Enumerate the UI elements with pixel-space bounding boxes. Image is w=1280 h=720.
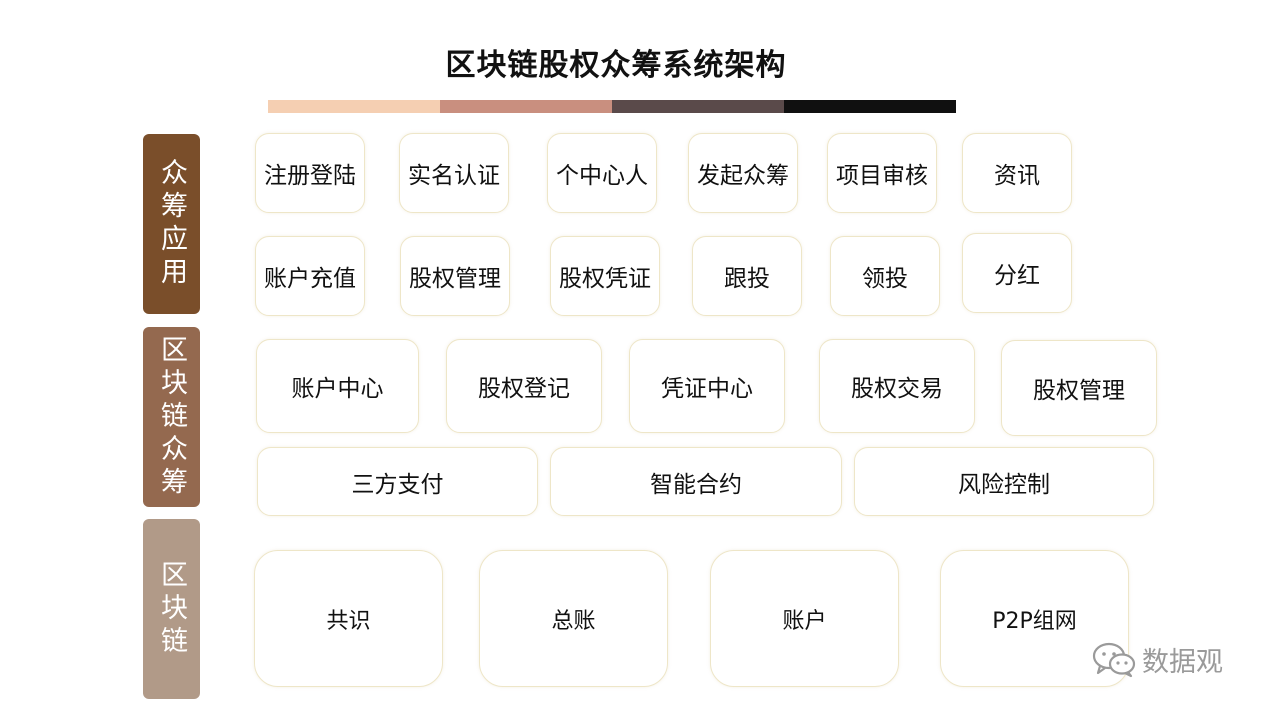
watermark: 数据观: [1092, 640, 1223, 679]
layer-label-crowdfunding-app: 众筹应用: [143, 134, 200, 314]
module-equity-management-chain: 股权管理: [1001, 340, 1157, 436]
module-consensus: 共识: [254, 550, 443, 687]
layer-label-text: 区块链众筹: [156, 334, 187, 500]
module-equity-certificate: 股权凭证: [550, 236, 660, 316]
layer-label-text: 区块链: [156, 559, 187, 659]
module-dividend: 分红: [962, 233, 1072, 313]
module-account-recharge: 账户充值: [255, 236, 365, 316]
module-project-review: 项目审核: [827, 133, 937, 213]
module-equity-trading: 股权交易: [819, 339, 975, 433]
color-bar-segment-3: [612, 100, 784, 113]
module-certificate-center: 凭证中心: [629, 339, 785, 433]
module-launch-crowdfunding: 发起众筹: [688, 133, 798, 213]
module-account: 账户: [710, 550, 899, 687]
module-personal-center: 个中心人: [547, 133, 657, 213]
layer-label-blockchain-crowdfunding: 区块链众筹: [143, 327, 200, 507]
module-equity-registration: 股权登记: [446, 339, 602, 433]
layer-label-blockchain: 区块链: [143, 519, 200, 699]
module-follow-invest: 跟投: [692, 236, 802, 316]
module-real-name-auth: 实名认证: [399, 133, 509, 213]
module-register-login: 注册登陆: [255, 133, 365, 213]
color-bar-segment-4: [784, 100, 956, 113]
module-third-party-payment: 三方支付: [257, 447, 538, 516]
module-ledger: 总账: [479, 550, 668, 687]
page-title: 区块链股权众筹系统架构: [445, 48, 787, 83]
module-risk-control: 风险控制: [854, 447, 1154, 516]
color-bar-segment-2: [440, 100, 612, 113]
module-account-center: 账户中心: [256, 339, 419, 433]
module-smart-contract: 智能合约: [550, 447, 842, 516]
title-color-bar: [268, 100, 956, 113]
color-bar-segment-1: [268, 100, 440, 113]
module-equity-management: 股权管理: [400, 236, 510, 316]
watermark-text: 数据观: [1142, 647, 1223, 678]
module-p2p-network: P2P组网: [940, 550, 1129, 687]
wechat-icon: [1092, 642, 1136, 677]
layer-label-text: 众筹应用: [156, 158, 187, 290]
module-lead-invest: 领投: [830, 236, 940, 316]
module-news: 资讯: [962, 133, 1072, 213]
